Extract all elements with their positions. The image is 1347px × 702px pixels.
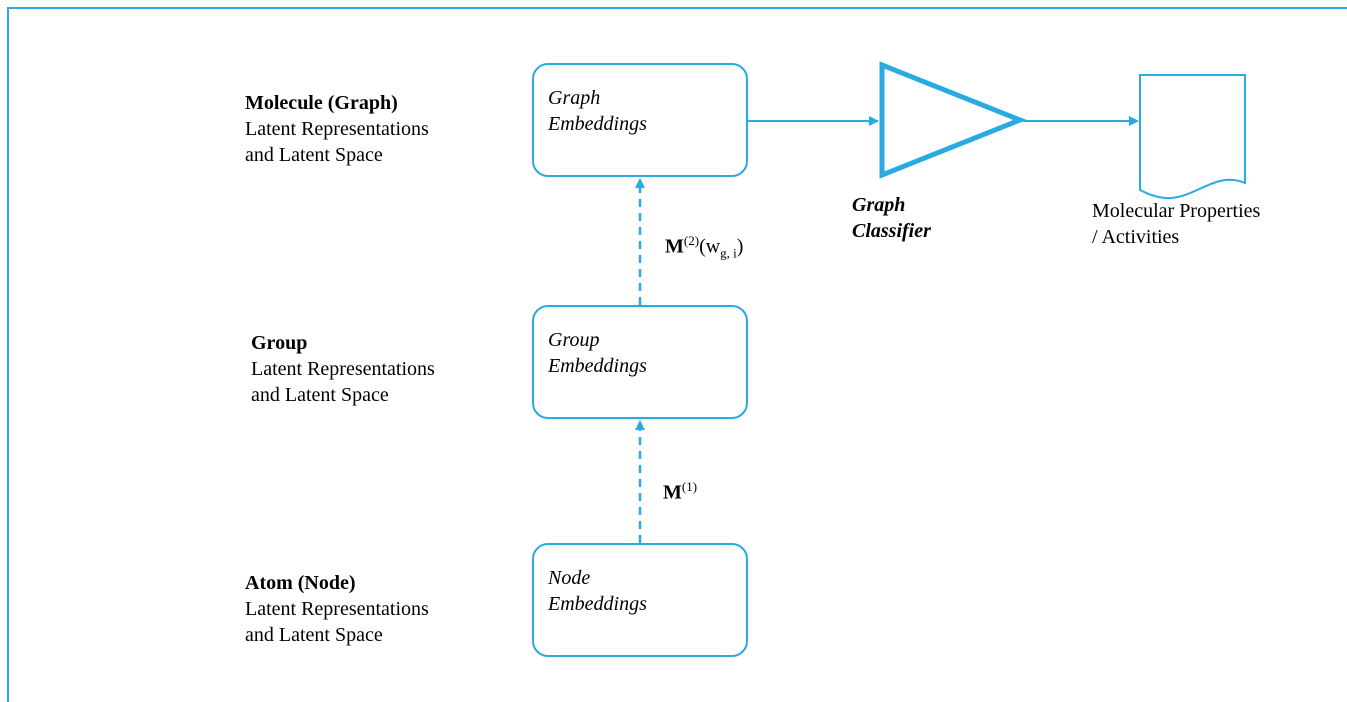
molecule-level-title: Molecule (Graph)	[245, 92, 398, 114]
m1-symbol: M	[663, 481, 682, 504]
output-line2: / Activities	[1092, 226, 1180, 248]
molecule-level-line1: Latent Representations	[245, 118, 429, 140]
node-embeddings-box: Node Embeddings	[532, 543, 748, 657]
group-level-line1: Latent Representations	[251, 358, 435, 380]
atom-level-title: Atom (Node)	[245, 572, 356, 594]
classifier-line1: Graph	[852, 194, 906, 216]
m2-superscript: (2)	[683, 233, 700, 248]
graph-embeddings-line2: Embeddings	[548, 113, 647, 135]
graph-embeddings-box: Graph Embeddings	[532, 63, 748, 177]
atom-level-label: Atom (Node) Latent Representations and L…	[245, 570, 429, 648]
group-embeddings-box: Group Embeddings	[532, 305, 748, 419]
graph-classifier-shape	[879, 61, 1027, 179]
m2-arg-close: )	[736, 235, 744, 258]
output-line1: Molecular Properties	[1092, 200, 1261, 222]
m1-superscript: (1)	[681, 479, 698, 494]
molecule-level-line2: and Latent Space	[245, 144, 383, 166]
node-embeddings-line1: Node	[548, 567, 591, 589]
atom-level-line1: Latent Representations	[245, 598, 429, 620]
group-level-title: Group	[251, 332, 308, 354]
diagram-frame	[7, 7, 1347, 702]
m1-edge-label: M(1)	[663, 474, 697, 506]
output-label: Molecular Properties / Activities	[1092, 198, 1260, 250]
graph-embeddings-line1: Graph	[548, 87, 601, 109]
molecule-level-label: Molecule (Graph) Latent Representations …	[245, 90, 429, 168]
group-level-line2: and Latent Space	[251, 384, 389, 406]
graph-classifier-label: Graph Classifier	[852, 192, 931, 244]
m2-subscript: g, i	[720, 245, 737, 261]
atom-level-line2: and Latent Space	[245, 624, 383, 646]
node-embeddings-line2: Embeddings	[548, 593, 647, 615]
output-document-icon	[1139, 74, 1246, 200]
group-embeddings-line2: Embeddings	[548, 355, 647, 377]
group-embeddings-line1: Group	[548, 329, 600, 351]
m2-edge-label: M(2)(wg, i)	[665, 228, 743, 267]
m2-arg-open: (w	[699, 235, 721, 258]
group-level-label: Group Latent Representations and Latent …	[251, 330, 435, 408]
m2-symbol: M	[665, 235, 684, 258]
classifier-line2: Classifier	[852, 220, 931, 242]
